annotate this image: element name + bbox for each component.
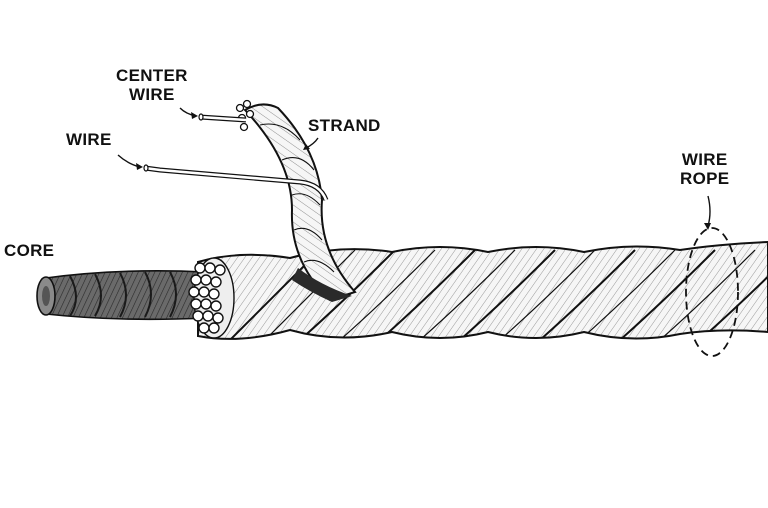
wire-rope-label: WIRE ROPE xyxy=(680,150,729,188)
wire-rope-label-line2: ROPE xyxy=(680,169,730,188)
core-label: CORE xyxy=(4,241,55,260)
single-wire xyxy=(143,164,329,202)
wire-rope-label-line1: WIRE xyxy=(681,150,728,169)
center-wire-label: CENTER WIRE xyxy=(116,66,188,104)
lifted-strand xyxy=(235,99,357,302)
strand-end-face xyxy=(188,257,235,339)
core-rope xyxy=(36,270,206,321)
wire-rope-section-outline xyxy=(685,227,739,357)
center-wire-label-line2: WIRE xyxy=(129,85,175,104)
wire-label: WIRE xyxy=(66,130,112,149)
center-wire-label-line1: CENTER xyxy=(116,66,188,85)
wire-rope-leader xyxy=(707,195,711,227)
strand-label: STRAND xyxy=(308,116,381,135)
center-wire xyxy=(198,113,247,123)
wire-rope-body xyxy=(197,240,768,340)
